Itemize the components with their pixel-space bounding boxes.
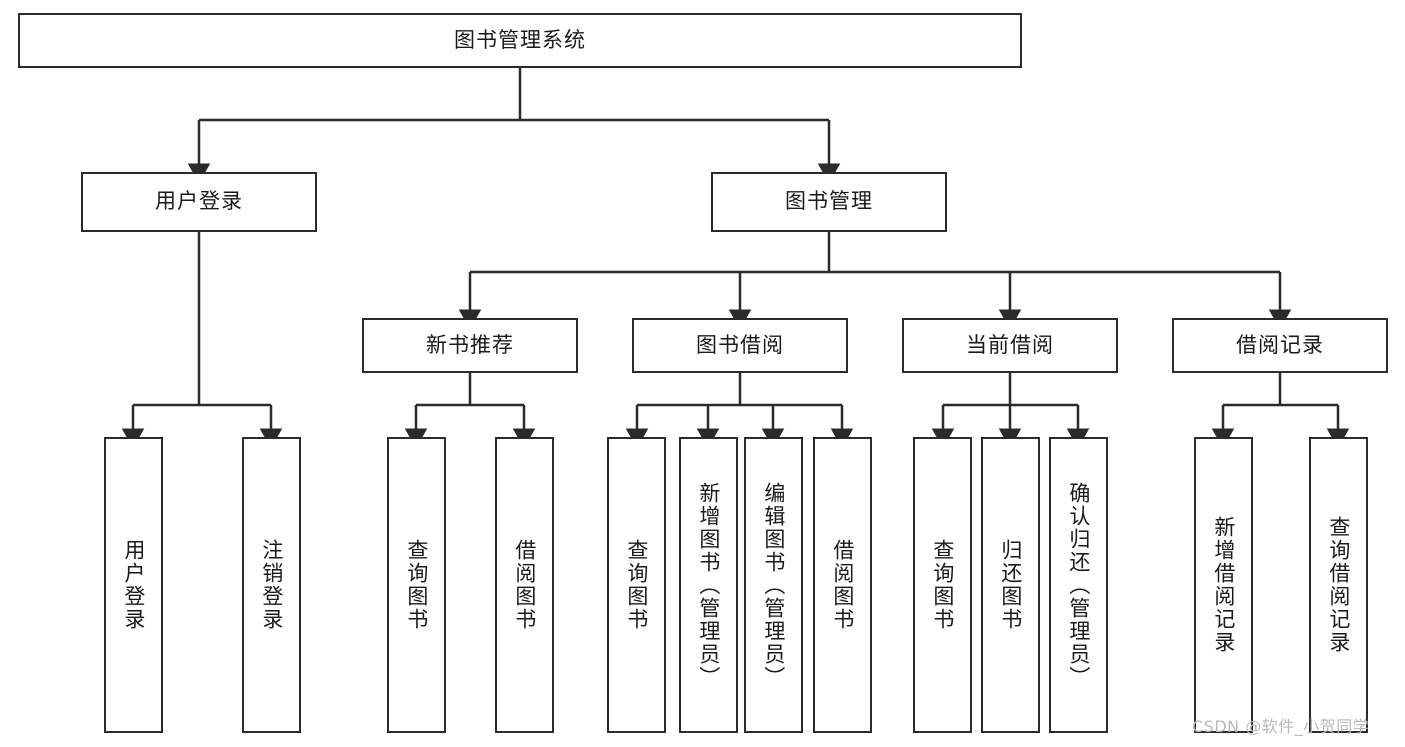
node-leaf-query-book-borrow[interactable]: 查询图书 <box>607 437 666 733</box>
node-label: 当前借阅 <box>966 332 1054 357</box>
node-leaf-borrow-book-recommend[interactable]: 借阅图书 <box>495 437 554 733</box>
node-label: 借阅图书 <box>512 539 537 631</box>
node-leaf-query-book-recommend[interactable]: 查询图书 <box>387 437 446 733</box>
node-book-manage[interactable]: 图书管理 <box>711 172 947 232</box>
node-borrow-record[interactable]: 借阅记录 <box>1172 318 1388 373</box>
node-leaf-return-book[interactable]: 归还图书 <box>981 437 1040 733</box>
node-label: 确认归还（管理员） <box>1066 481 1091 689</box>
node-label: 借阅图书 <box>830 539 855 631</box>
node-label: 图书管理 <box>785 189 873 214</box>
node-current-borrow[interactable]: 当前借阅 <box>902 318 1118 373</box>
node-label: 归还图书 <box>998 539 1023 631</box>
node-label: 编辑图书（管理员） <box>761 481 786 689</box>
node-leaf-query-book-current[interactable]: 查询图书 <box>913 437 972 733</box>
node-label: 图书管理系统 <box>454 27 586 52</box>
node-label: 用户登录 <box>121 539 146 631</box>
node-leaf-confirm-return-admin[interactable]: 确认归还（管理员） <box>1049 437 1108 733</box>
node-label: 图书借阅 <box>696 332 784 357</box>
node-label: 用户登录 <box>155 189 243 214</box>
node-book-borrow[interactable]: 图书借阅 <box>632 318 848 373</box>
node-label: 新增图书（管理员） <box>696 481 721 689</box>
node-leaf-logout[interactable]: 注销登录 <box>242 437 301 733</box>
node-leaf-query-borrow-record[interactable]: 查询借阅记录 <box>1309 437 1368 733</box>
node-label: 查询图书 <box>624 539 649 631</box>
node-leaf-borrow-book[interactable]: 借阅图书 <box>813 437 872 733</box>
node-label: 借阅记录 <box>1236 332 1324 357</box>
node-leaf-add-book-admin[interactable]: 新增图书（管理员） <box>679 437 738 733</box>
node-leaf-add-borrow-record[interactable]: 新增借阅记录 <box>1194 437 1253 733</box>
node-leaf-user-login[interactable]: 用户登录 <box>104 437 163 733</box>
node-user-login[interactable]: 用户登录 <box>81 172 317 232</box>
node-leaf-edit-book-admin[interactable]: 编辑图书（管理员） <box>744 437 803 733</box>
node-label: 查询借阅记录 <box>1326 516 1351 654</box>
node-label: 查询图书 <box>930 539 955 631</box>
csdn-watermark: CSDN @软件_小贺同学 <box>1192 717 1370 736</box>
node-new-book-recommend[interactable]: 新书推荐 <box>362 318 578 373</box>
node-root-system[interactable]: 图书管理系统 <box>18 13 1022 68</box>
node-label: 查询图书 <box>404 539 429 631</box>
node-label: 新书推荐 <box>426 332 514 357</box>
node-label: 注销登录 <box>259 539 284 631</box>
node-label: 新增借阅记录 <box>1211 516 1236 654</box>
